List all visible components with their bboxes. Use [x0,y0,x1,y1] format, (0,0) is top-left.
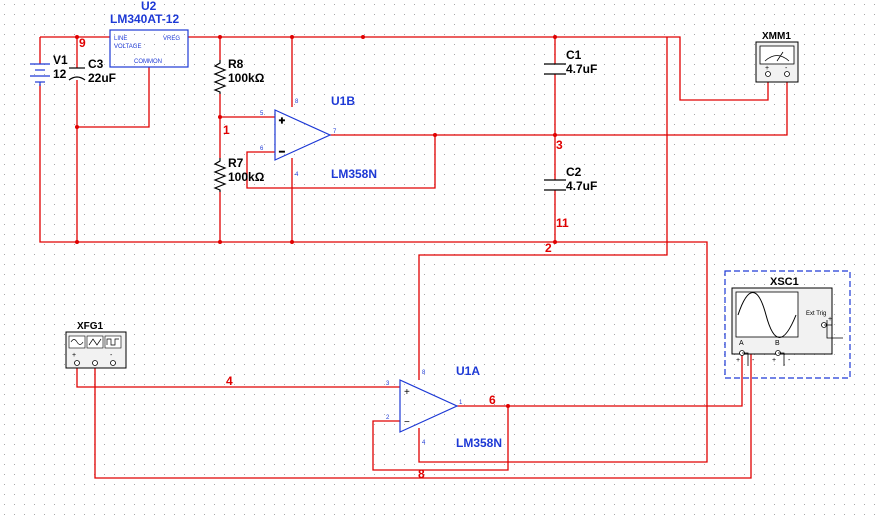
xsc1-b-minus: - [788,357,791,364]
u1a-pin-3: 3 [386,381,390,387]
oscilloscope-xsc1[interactable]: XSC1 Ext Trig + A B + - + - [724,270,851,379]
u2-ref: U2 [141,0,157,13]
xsc1-ext-trig: Ext Trig [806,311,826,317]
xsc1-b-plus: + [772,357,776,364]
u1a-ref: U1A [456,364,480,378]
xsc1-a-plus: + [736,357,740,364]
u1b-plus: + [279,116,285,127]
battery-v1[interactable]: V1 12 [30,53,68,86]
u2-pin-vreg: VREG [163,36,180,42]
xmm1-plus: + [765,65,769,72]
c1-ref: C1 [566,48,582,62]
multimeter-xmm1[interactable]: XMM1 + - [755,31,799,83]
square-wave-icon [106,338,119,346]
triangle-wave-icon [88,338,102,346]
net-label-9: 9 [79,36,86,50]
capacitor-c1[interactable]: C1 4.7uF [544,48,597,76]
junctions [75,35,557,408]
u2-pin-common: COMMON [134,59,162,65]
c2-ref: C2 [566,165,582,179]
xfg1-plus: + [72,352,76,359]
r7-ref: R7 [228,156,244,170]
xsc1-ch-b: B [775,340,780,347]
r7-value: 100kΩ [228,170,265,184]
xsc1-ch-a: A [739,340,744,347]
xsc1-ref: XSC1 [770,276,799,288]
u2-pin-voltage: VOLTAGE [114,44,141,50]
c3-ref: C3 [88,57,104,71]
capacitor-c3[interactable]: C3 22uF [68,57,116,85]
opamp-u1b[interactable]: + − 5 6 7 8 4 U1B LM358N [260,94,377,181]
u2-pin-line: LINE [114,36,127,42]
u1a-pin-1: 1 [459,400,463,406]
v1-value: 12 [53,67,67,81]
u1b-minus: − [279,147,285,158]
net-label-3: 3 [556,138,563,152]
net-label-11: 11 [556,216,569,230]
u1a-pin-2: 2 [386,415,390,421]
resistor-r7[interactable]: R7 100kΩ [213,156,265,192]
net-label-2: 2 [545,241,552,255]
capacitor-c2[interactable]: C2 4.7uF [544,165,597,193]
sine-wave-icon [70,339,84,345]
xmm1-ref: XMM1 [762,31,791,42]
c3-value: 22uF [88,71,116,85]
net-label-1: 1 [223,123,230,137]
xfg1-ref: XFG1 [77,321,104,332]
r8-value: 100kΩ [228,71,265,85]
u2-part: LM340AT-12 [110,12,179,26]
u1b-part: LM358N [331,167,377,181]
regulator-u2[interactable]: U2 LM340AT-12 LINE VOLTAGE VREG COMMON [109,0,189,68]
resistor-r8[interactable]: R8 100kΩ [213,57,265,94]
u1a-minus: − [404,417,410,428]
r8-ref: R8 [228,57,244,71]
c2-value: 4.7uF [566,179,597,193]
u1b-pin-7: 7 [333,129,337,135]
xsc1-a-minus: - [752,357,755,364]
xfg1-minus: - [110,352,113,359]
u1b-ref: U1B [331,94,355,108]
v1-ref: V1 [53,53,68,67]
net-label-6: 6 [489,393,496,407]
u1b-pin-6: 6 [260,146,264,152]
wires [39,36,788,479]
net-labels: 9 1 3 11 2 4 6 8 [79,36,569,481]
u1b-pin-4: 4 [295,172,299,178]
function-generator-xfg1[interactable]: XFG1 + - [65,321,127,369]
u1a-plus: + [404,387,410,398]
opamp-u1a[interactable]: + − 3 2 1 8 4 U1A LM358N [386,364,502,450]
net-label-8: 8 [418,467,425,481]
c1-value: 4.7uF [566,62,597,76]
net-label-4: 4 [226,374,233,388]
u1b-pin-5: 5 [260,111,264,117]
scope-waveform-icon [737,292,797,338]
u1b-pin-8: 8 [295,99,299,105]
u1a-part: LM358N [456,436,502,450]
xmm1-minus: - [785,65,788,72]
xsc1-ext-plus: + [828,316,832,323]
u1a-pin-4: 4 [422,440,426,446]
u1a-pin-8: 8 [422,370,426,376]
